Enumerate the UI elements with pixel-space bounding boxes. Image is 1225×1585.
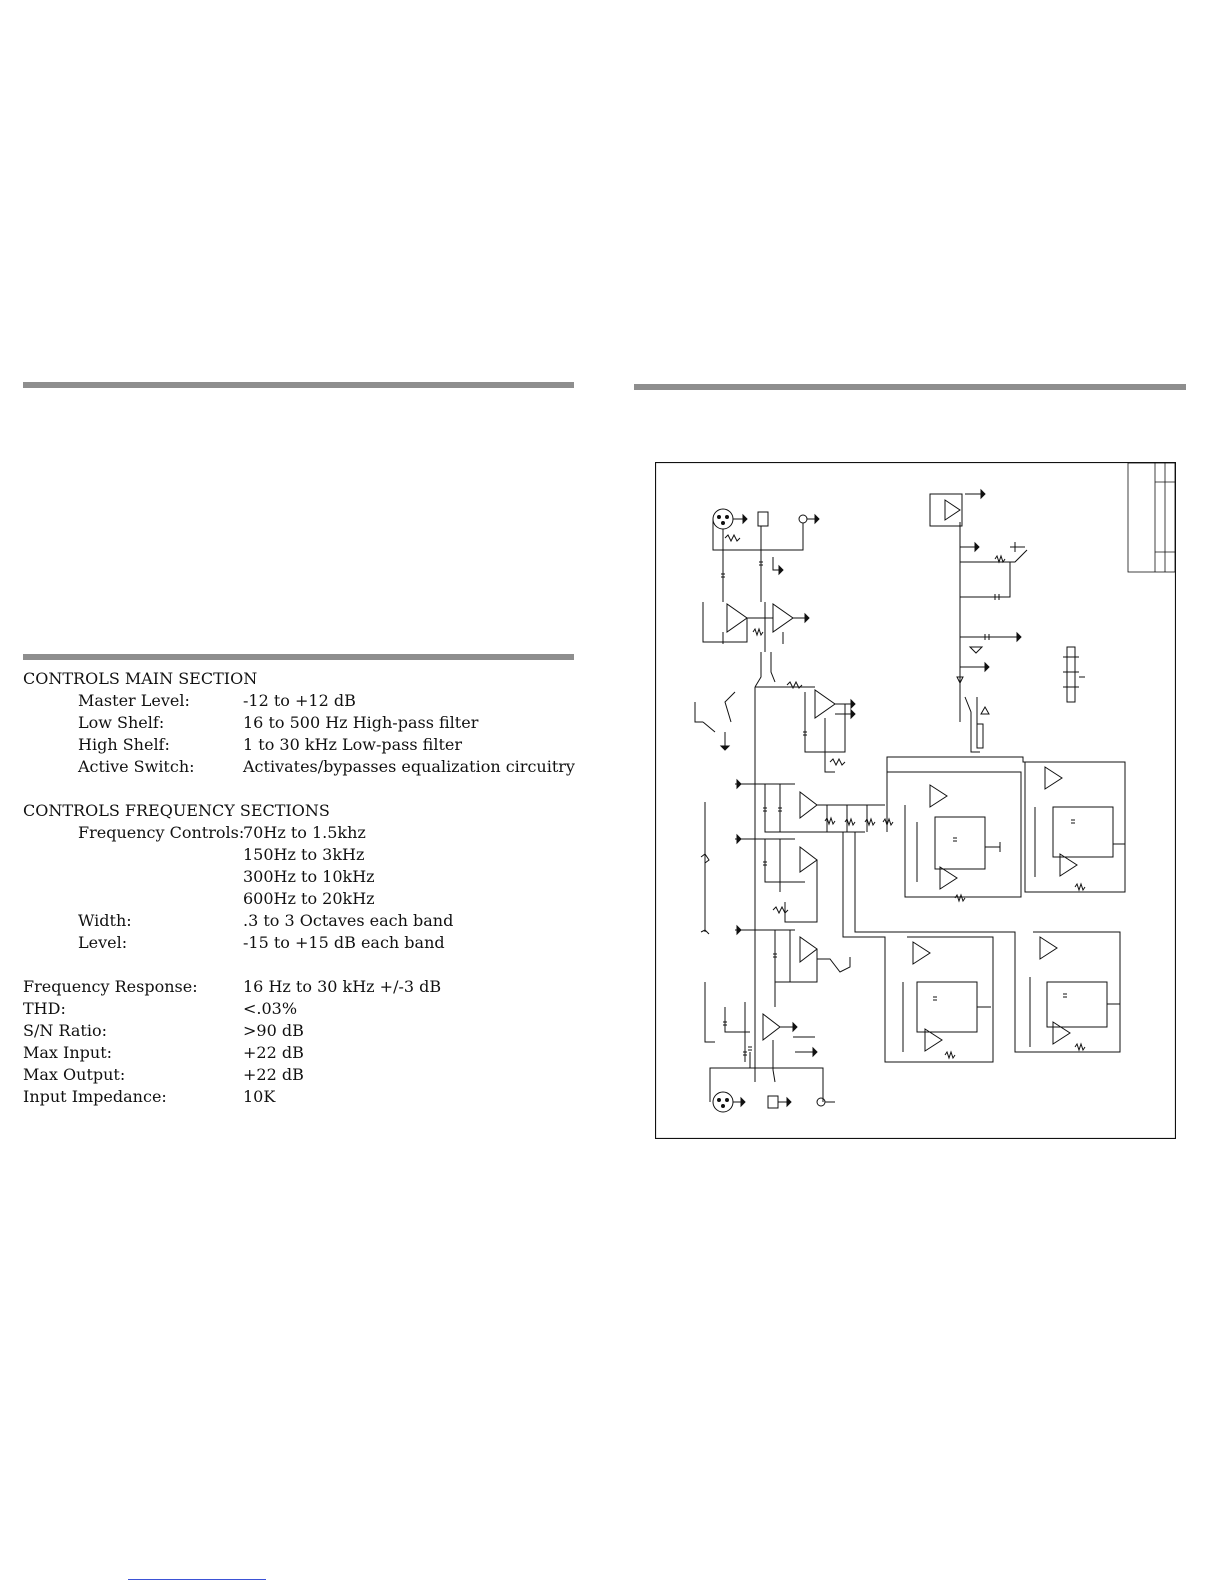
schematic-frame — [655, 462, 1176, 1139]
spec-label: Level: — [78, 933, 128, 952]
spec-row-thd: THD: <.03% — [23, 998, 583, 1020]
spacer — [23, 778, 583, 800]
spec-value: 10K — [243, 1087, 276, 1106]
left-top-rule — [23, 382, 574, 388]
spec-value: +22 dB — [243, 1065, 304, 1084]
spec-row-max-output: Max Output: +22 dB — [23, 1064, 583, 1086]
spec-label: THD: — [23, 999, 66, 1018]
input-section — [702, 508, 820, 688]
spec-label: Input Impedance: — [23, 1087, 167, 1106]
spec-row-frequency-band-3: 300Hz to 10kHz — [23, 866, 583, 888]
spec-row-frequency-controls: Frequency Controls: 70Hz to 1.5khz — [23, 822, 583, 844]
spec-label: S/N Ratio: — [23, 1021, 107, 1040]
spec-value: 300Hz to 10kHz — [243, 867, 375, 886]
spec-row-high-shelf: High Shelf: 1 to 30 kHz Low-pass filter — [23, 734, 583, 756]
left-section-rule — [23, 654, 574, 660]
filter-band-1 — [886, 771, 1022, 903]
spec-row-frequency-band-2: 150Hz to 3kHz — [23, 844, 583, 866]
power-supply-section — [929, 488, 1028, 753]
spec-value: 600Hz to 20kHz — [243, 889, 375, 908]
output-section — [709, 1046, 835, 1113]
circuit-schematic-diagram — [655, 462, 1176, 1139]
spec-row-active-switch: Active Switch: Activates/bypasses equali… — [23, 756, 583, 778]
spec-value: -15 to +15 dB each band — [243, 933, 445, 952]
spec-row-frequency-band-4: 600Hz to 20kHz — [23, 888, 583, 910]
spec-label: Master Level: — [78, 691, 190, 710]
spec-value: +22 dB — [243, 1043, 304, 1062]
spec-row-width: Width: .3 to 3 Octaves each band — [23, 910, 583, 932]
spec-row-master-level: Master Level: -12 to +12 dB — [23, 690, 583, 712]
spec-value: .3 to 3 Octaves each band — [243, 911, 454, 930]
spec-value: -12 to +12 dB — [243, 691, 356, 710]
spec-label: Frequency Response: — [23, 977, 198, 996]
specifications: CONTROLS MAIN SECTION Master Level: -12 … — [23, 668, 583, 1108]
right-top-rule — [634, 384, 1186, 390]
spec-row-sn-ratio: S/N Ratio: >90 dB — [23, 1020, 583, 1042]
spec-row-level: Level: -15 to +15 dB each band — [23, 932, 583, 954]
spec-value: 16 Hz to 30 kHz +/-3 dB — [243, 977, 442, 996]
spec-value: 16 to 500 Hz High-pass filter — [243, 713, 479, 732]
spec-value: 150Hz to 3kHz — [243, 845, 365, 864]
spec-row-max-input: Max Input: +22 dB — [23, 1042, 583, 1064]
spec-label: Active Switch: — [78, 757, 195, 776]
title-block — [1127, 462, 1176, 573]
spec-label: Width: — [78, 911, 132, 930]
small-module — [1063, 646, 1085, 703]
spec-value: <.03% — [243, 999, 298, 1018]
spec-value: Activates/bypasses equalization circuitr… — [243, 757, 575, 776]
spec-row-low-shelf: Low Shelf: 16 to 500 Hz High-pass filter — [23, 712, 583, 734]
frequency-sections-heading: CONTROLS FREQUENCY SECTIONS — [23, 801, 330, 820]
filter-band-2 — [886, 756, 1126, 893]
main-section-heading: CONTROLS MAIN SECTION — [23, 669, 258, 688]
spec-value: 1 to 30 kHz Low-pass filter — [243, 735, 463, 754]
spec-label: Frequency Controls: — [78, 823, 245, 842]
spec-value: 70Hz to 1.5khz — [243, 823, 366, 842]
spacer — [23, 954, 583, 976]
spec-label: High Shelf: — [78, 735, 170, 754]
filter-band-3 — [842, 832, 994, 1063]
spec-label: Low Shelf: — [78, 713, 165, 732]
schematic-drawing — [655, 462, 1176, 1139]
spec-row-input-impedance: Input Impedance: 10K — [23, 1086, 583, 1108]
spec-label: Max Output: — [23, 1065, 126, 1084]
filter-band-4 — [854, 832, 1121, 1053]
spec-row-frequency-response: Frequency Response: 16 Hz to 30 kHz +/-3… — [23, 976, 583, 998]
spec-label: Max Input: — [23, 1043, 113, 1062]
main-amp-chain — [694, 680, 894, 1083]
spec-value: >90 dB — [243, 1021, 304, 1040]
link-underline — [128, 1579, 266, 1580]
